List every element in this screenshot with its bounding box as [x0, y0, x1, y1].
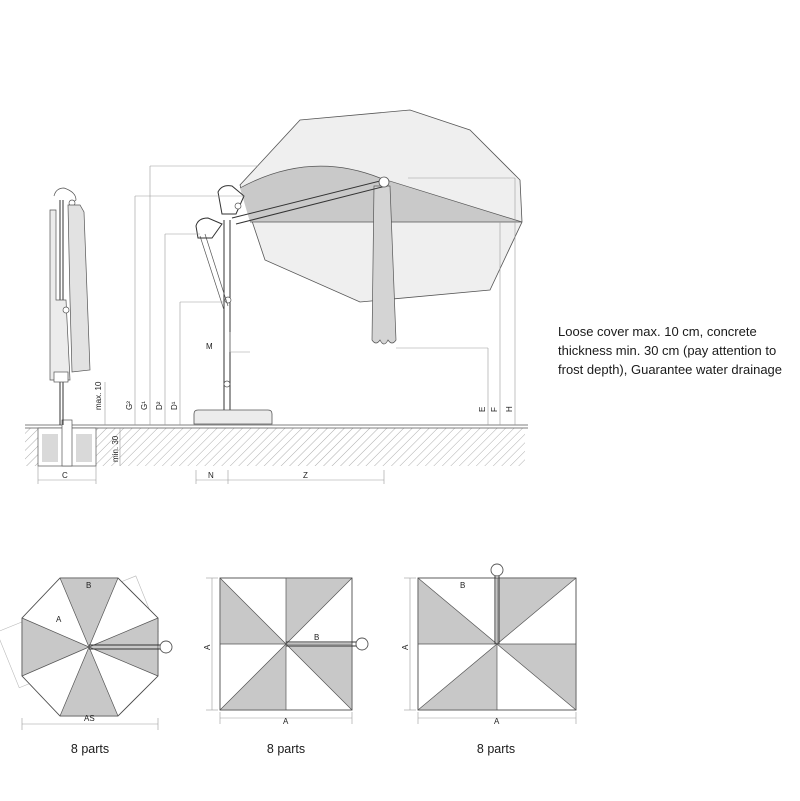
dim-label-m: M	[206, 342, 213, 351]
plan3-label-width: A	[494, 717, 500, 726]
plan-square-centered: B A A	[203, 577, 369, 726]
dim-label-d2: D²	[155, 401, 164, 410]
dim-label-g1: G¹	[140, 401, 149, 410]
plan1-label-as: AS	[84, 714, 95, 723]
dim-label-f: F	[490, 407, 499, 412]
plan3-label-height: A	[401, 644, 410, 650]
plan2-label-width: A	[283, 717, 289, 726]
plan3-label-b: B	[460, 581, 465, 590]
cantilever-umbrella	[193, 109, 523, 425]
plan1-caption: 8 parts	[70, 742, 110, 756]
dim-label-d1: D¹	[170, 401, 179, 410]
plan3-caption: 8 parts	[476, 742, 516, 756]
plan2-label-b: B	[314, 633, 319, 642]
dim-label-g2: G²	[125, 401, 134, 410]
dimension-lines	[37, 165, 516, 484]
ground-section	[25, 419, 528, 467]
side-view-labels: max. 10 min. 30 G² G¹ D² D¹ M E F H C N …	[62, 342, 514, 480]
dim-label-e: E	[478, 407, 487, 412]
dim-label-h: H	[505, 406, 514, 412]
dim-label-max10: max. 10	[94, 381, 103, 410]
installation-note: Loose cover max. 10 cm, concrete thickne…	[558, 324, 783, 377]
folded-umbrella	[49, 187, 91, 425]
dim-label-z: Z	[303, 471, 308, 480]
dim-label-min30: min. 30	[111, 435, 120, 462]
dim-label-n: N	[208, 471, 214, 480]
plan-square-offset: B A A	[401, 563, 577, 726]
dim-label-c: C	[62, 471, 68, 480]
plan2-caption: 8 parts	[266, 742, 306, 756]
plan1-label-a: A	[56, 615, 62, 624]
plan1-label-b: B	[86, 581, 91, 590]
plan-octagon: B A AS	[0, 575, 173, 730]
plan2-label-height: A	[203, 644, 212, 650]
